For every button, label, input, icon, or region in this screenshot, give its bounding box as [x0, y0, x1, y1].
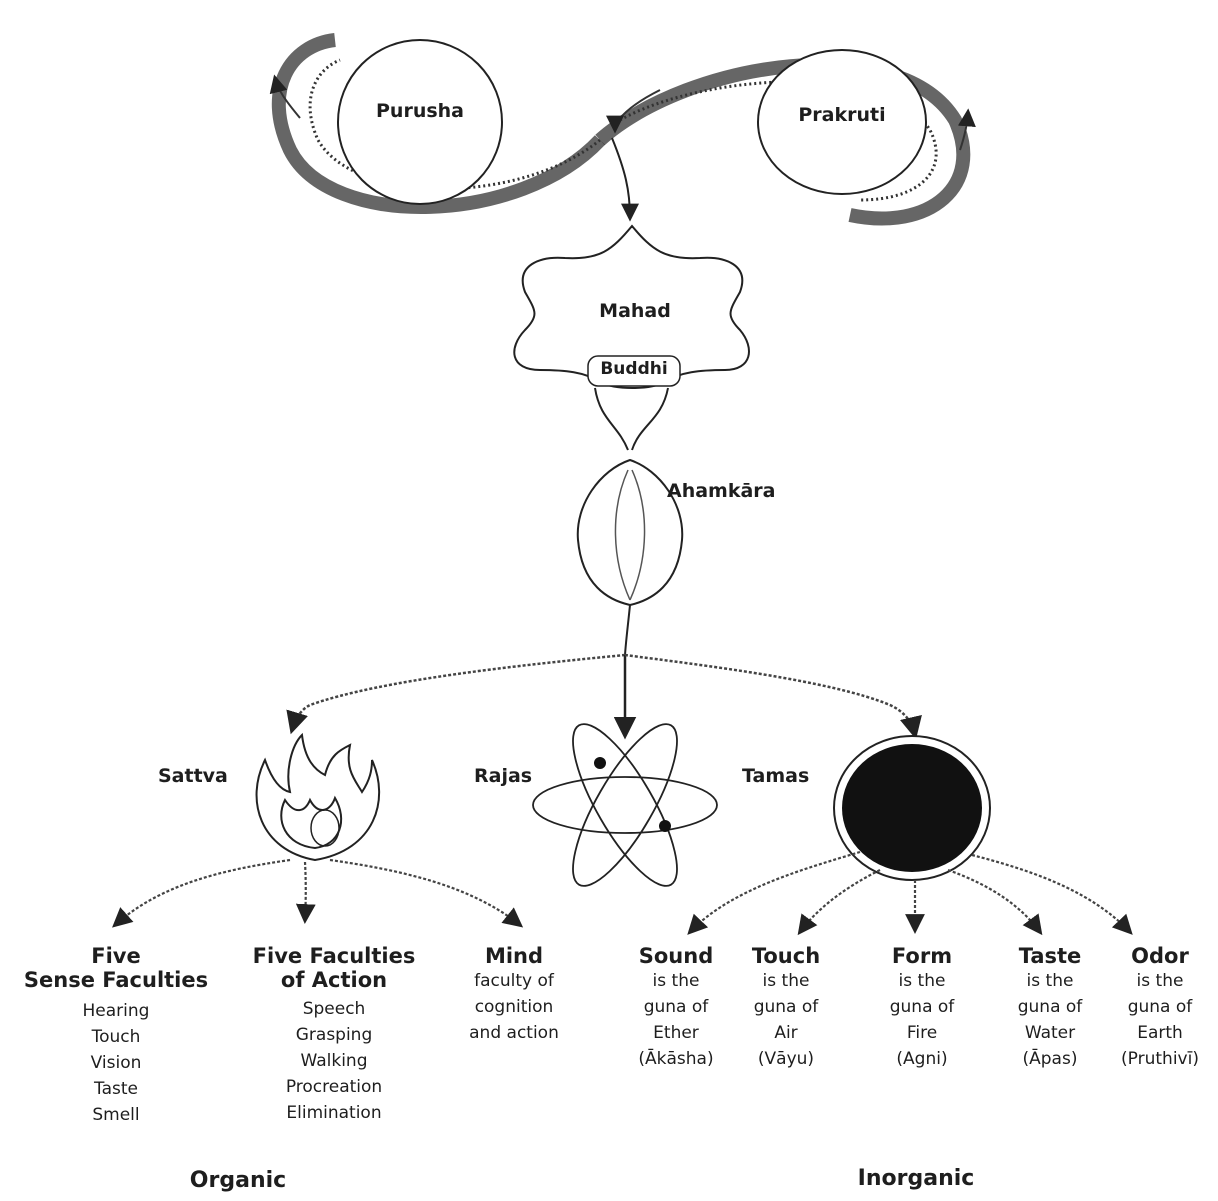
- element-column-sound: Sound is the guna of Ether (Ākāsha): [638, 944, 713, 1072]
- ahamkara-trunk: [625, 605, 630, 655]
- element-column-odor: Odor is the guna of Earth (Pruthivī): [1121, 944, 1199, 1072]
- sense-item: Smell: [24, 1102, 208, 1128]
- action-item: Procreation: [253, 1074, 416, 1100]
- rajas-label: Rajas: [474, 765, 532, 787]
- element-line: Air: [752, 1020, 820, 1046]
- element-title: Sound: [638, 944, 713, 968]
- action-faculties-column: Five Faculties of Action Speech Grasping…: [253, 944, 416, 1126]
- mind-column: Mind faculty of cognition and action: [469, 944, 559, 1046]
- ahamkara-label: Ahamkāra: [667, 480, 776, 502]
- element-line: (Agni): [890, 1046, 955, 1072]
- element-line: (Pruthivī): [1121, 1046, 1199, 1072]
- action-item: Walking: [253, 1048, 416, 1074]
- element-title: Odor: [1121, 944, 1199, 968]
- action-item: Speech: [253, 996, 416, 1022]
- element-line: is the: [752, 968, 820, 994]
- element-line: (Ākāsha): [638, 1046, 713, 1072]
- element-line: Fire: [890, 1020, 955, 1046]
- mahad-label: Mahad: [599, 300, 671, 322]
- element-column-taste: Taste is the guna of Water (Āpas): [1018, 944, 1083, 1072]
- organic-label: Organic: [190, 1168, 286, 1193]
- element-line: is the: [1121, 968, 1199, 994]
- tamas-dark-disc: [842, 744, 982, 872]
- prakruti-label: Prakruti: [798, 104, 885, 126]
- arrow-to-mahad: [612, 138, 630, 218]
- branch-to-sattva: [292, 655, 625, 730]
- mind-title: Mind: [469, 944, 559, 968]
- sense-item: Touch: [24, 1024, 208, 1050]
- purusha-label: Purusha: [376, 100, 464, 122]
- sense-item: Vision: [24, 1050, 208, 1076]
- element-line: (Vāyu): [752, 1046, 820, 1072]
- action-title-line2: of Action: [253, 968, 416, 992]
- sattva-label: Sattva: [158, 765, 228, 787]
- element-line: is the: [638, 968, 713, 994]
- element-line: guna of: [890, 994, 955, 1020]
- mind-desc-line: and action: [469, 1020, 559, 1046]
- tamas-label: Tamas: [742, 765, 809, 787]
- action-title-line1: Five Faculties: [253, 944, 416, 968]
- element-line: Ether: [638, 1020, 713, 1046]
- inorganic-label: Inorganic: [858, 1166, 975, 1191]
- element-column-touch: Touch is the guna of Air (Vāyu): [752, 944, 820, 1072]
- sense-item: Hearing: [24, 998, 208, 1024]
- element-title: Taste: [1018, 944, 1083, 968]
- mind-desc-line: cognition: [469, 994, 559, 1020]
- rajas-atom: [533, 711, 717, 898]
- element-title: Touch: [752, 944, 820, 968]
- element-line: is the: [890, 968, 955, 994]
- sattva-flame: [257, 735, 380, 860]
- purusha-circle: [338, 40, 502, 204]
- branch-to-tamas: [625, 655, 915, 735]
- sense-faculties-column: Five Sense Faculties Hearing Touch Visio…: [24, 944, 208, 1128]
- sense-item: Taste: [24, 1076, 208, 1102]
- element-line: guna of: [638, 994, 713, 1020]
- action-item: Elimination: [253, 1100, 416, 1126]
- element-title: Form: [890, 944, 955, 968]
- element-line: guna of: [752, 994, 820, 1020]
- sense-title-line1: Five: [24, 944, 208, 968]
- element-line: (Āpas): [1018, 1046, 1083, 1072]
- element-column-form: Form is the guna of Fire (Agni): [890, 944, 955, 1072]
- sattva-children-arrows: [115, 860, 520, 925]
- element-line: Earth: [1121, 1020, 1199, 1046]
- mind-desc-line: faculty of: [469, 968, 559, 994]
- element-line: guna of: [1121, 994, 1199, 1020]
- element-line: guna of: [1018, 994, 1083, 1020]
- action-item: Grasping: [253, 1022, 416, 1048]
- mahad-stem: [595, 388, 668, 450]
- element-line: Water: [1018, 1020, 1083, 1046]
- sense-title-line2: Sense Faculties: [24, 968, 208, 992]
- buddhi-label: Buddhi: [600, 359, 667, 379]
- element-line: is the: [1018, 968, 1083, 994]
